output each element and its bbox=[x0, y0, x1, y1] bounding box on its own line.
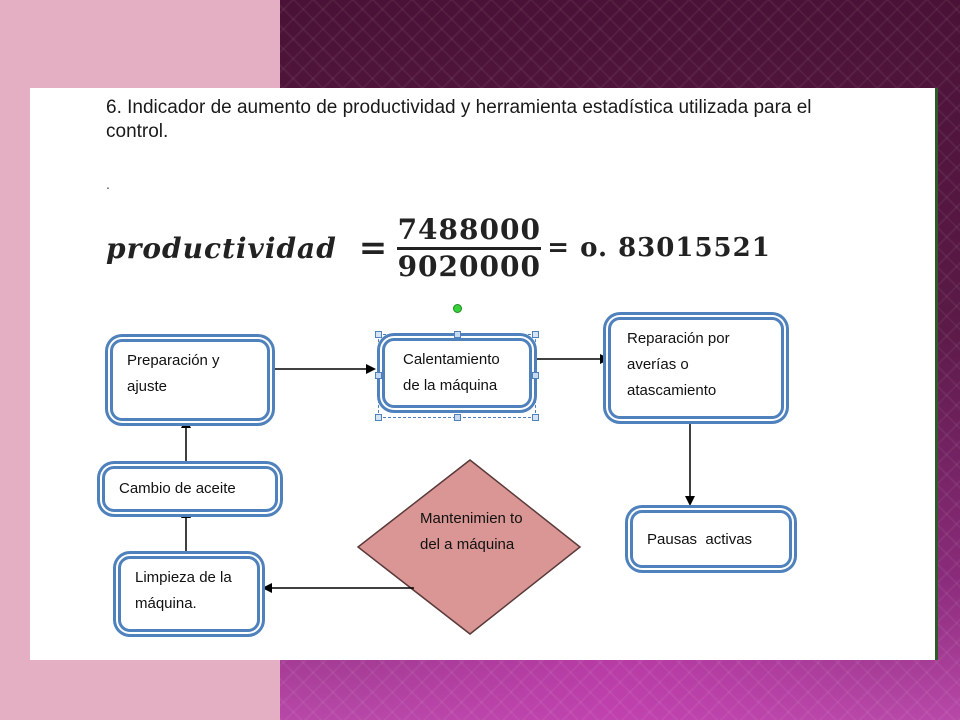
formula-result: = o. 83015521 bbox=[547, 233, 771, 263]
maintenance-diamond-shape[interactable] bbox=[356, 459, 582, 635]
node-calentamiento-label: Calentamiento de la máquina bbox=[403, 351, 500, 394]
fraction-bar bbox=[397, 246, 542, 250]
node-limpieza[interactable]: Limpieza de la máquina. bbox=[118, 556, 260, 632]
stray-dot: . bbox=[106, 176, 110, 192]
resize-handle-br[interactable] bbox=[532, 414, 539, 421]
node-calentamiento[interactable]: Calentamiento de la máquina bbox=[382, 338, 532, 408]
node-cambio[interactable]: Cambio de aceite bbox=[102, 466, 278, 512]
slide-heading: 6. Indicador de aumento de productividad… bbox=[106, 97, 812, 142]
resize-handle-bl[interactable] bbox=[375, 414, 382, 421]
node-pausas[interactable]: Pausas activas bbox=[630, 510, 792, 568]
slide-image: 6. Indicador de aumento de productividad… bbox=[30, 88, 938, 660]
resize-handle-b[interactable] bbox=[454, 414, 461, 421]
productivity-formula: productividad = 7488000 9020000 = o. 830… bbox=[106, 212, 771, 283]
selection-frame bbox=[378, 334, 536, 418]
resize-handle-l[interactable] bbox=[375, 372, 382, 379]
node-cambio-label: Cambio de aceite bbox=[119, 480, 236, 497]
node-preparacion-label: Preparación y ajuste bbox=[127, 352, 220, 395]
formula-denominator: 9020000 bbox=[397, 249, 541, 283]
node-reparacion[interactable]: Reparación por averías o atascamiento bbox=[608, 317, 784, 419]
resize-handle-tr[interactable] bbox=[532, 331, 539, 338]
node-mantenimiento-label: Mantenimien to del a máquina bbox=[420, 510, 523, 553]
node-preparacion[interactable]: Preparación y ajuste bbox=[110, 339, 270, 421]
formula-equals: = bbox=[358, 228, 388, 268]
node-pausas-label: Pausas activas bbox=[647, 531, 753, 548]
resize-handle-r[interactable] bbox=[532, 372, 539, 379]
node-reparacion-label: Reparación por averías o atascamiento bbox=[627, 330, 730, 399]
resize-handle-tl[interactable] bbox=[375, 331, 382, 338]
formula-lhs: productividad bbox=[106, 231, 337, 265]
formula-fraction: 7488000 9020000 bbox=[397, 212, 542, 283]
node-limpieza-label: Limpieza de la máquina. bbox=[135, 569, 232, 612]
resize-handle-t[interactable] bbox=[454, 331, 461, 338]
rotation-handle[interactable] bbox=[453, 304, 462, 313]
formula-numerator: 7488000 bbox=[397, 212, 541, 246]
